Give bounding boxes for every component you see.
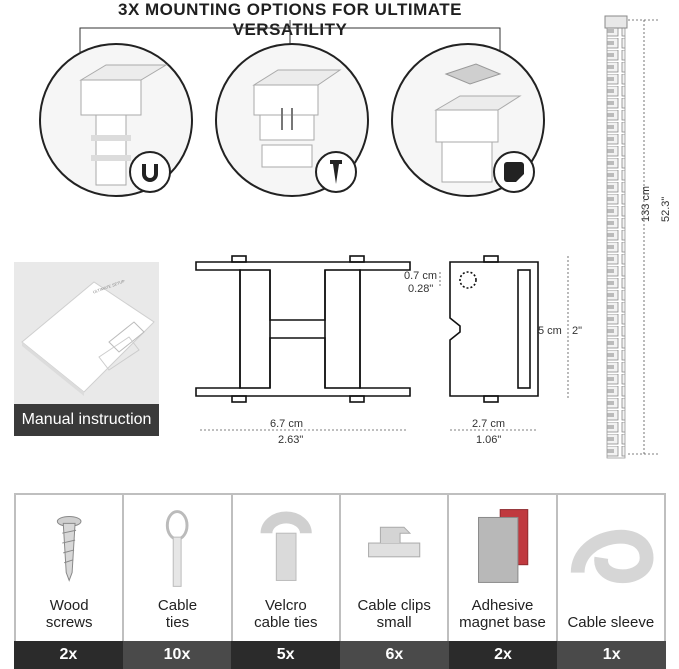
cable-tie-icon <box>166 510 189 587</box>
cable-sleeve-icon <box>570 529 654 584</box>
technical-drawings <box>195 255 569 431</box>
manual-booklet-image <box>21 281 155 396</box>
height-cm-label: 5 cm <box>538 325 562 337</box>
qty-cable-sleeve: 1x <box>557 641 667 669</box>
qty-velcro-ties: 5x <box>231 641 341 669</box>
item-cable-sleeve: Cable sleeve <box>558 495 664 641</box>
magnet-base-icon <box>478 509 529 583</box>
item-label-line2: ties <box>165 614 190 631</box>
item-label-line2: cable ties <box>254 614 318 631</box>
qty-wood-screws: 2x <box>14 641 123 669</box>
qty-magnet-base: 2x <box>448 641 558 669</box>
qty-cable-ties: 10x <box>122 641 232 669</box>
item-label-line2: magnet base <box>459 614 546 631</box>
cable-spine-tower <box>604 15 658 459</box>
tower-in-label: 52.3" <box>660 196 672 222</box>
width-cm-label: 6.7 cm <box>270 418 304 430</box>
item-label-line1: Cable clips <box>357 597 431 614</box>
item-label-line1: Velcro <box>264 597 307 614</box>
depth-in-label: 1.06" <box>476 434 502 446</box>
item-label-line1: Adhesive <box>471 597 534 614</box>
item-label-line1: Cable <box>157 597 198 614</box>
hole-cm-label: 0.7 cm <box>404 270 438 282</box>
height-in-label: 2" <box>572 325 583 337</box>
cable-clip-icon <box>368 526 421 558</box>
item-label-line2: small <box>376 614 412 631</box>
headline: 3X MOUNTING OPTIONS FOR ULTIMATE VERSATI… <box>117 0 463 39</box>
adhesive-tape-icon <box>492 150 536 194</box>
item-label-line2: Cable sleeve <box>567 614 655 631</box>
hole-in-label: 0.28" <box>408 283 434 295</box>
tower-cm-label: 133 cm <box>640 185 652 222</box>
magnet-icon <box>128 150 172 194</box>
velcro-tie-icon <box>260 511 312 581</box>
depth-cm-label: 2.7 cm <box>472 418 506 430</box>
qty-cable-clips: 6x <box>340 641 449 669</box>
screw-icon <box>314 150 358 194</box>
mount-option-magnet <box>36 40 196 200</box>
quantity-bar: 2x 10x 5x 6x 2x 1x <box>14 641 667 669</box>
width-in-label: 2.63" <box>278 434 304 446</box>
manual-instruction-panel: ULTIMATE SETUP Manual instruction <box>14 262 159 436</box>
item-label-line2: screws <box>45 614 93 631</box>
item-label-line1: Wood <box>49 597 89 614</box>
wood-screw-icon <box>56 515 82 582</box>
manual-label: Manual instruction <box>14 404 159 436</box>
